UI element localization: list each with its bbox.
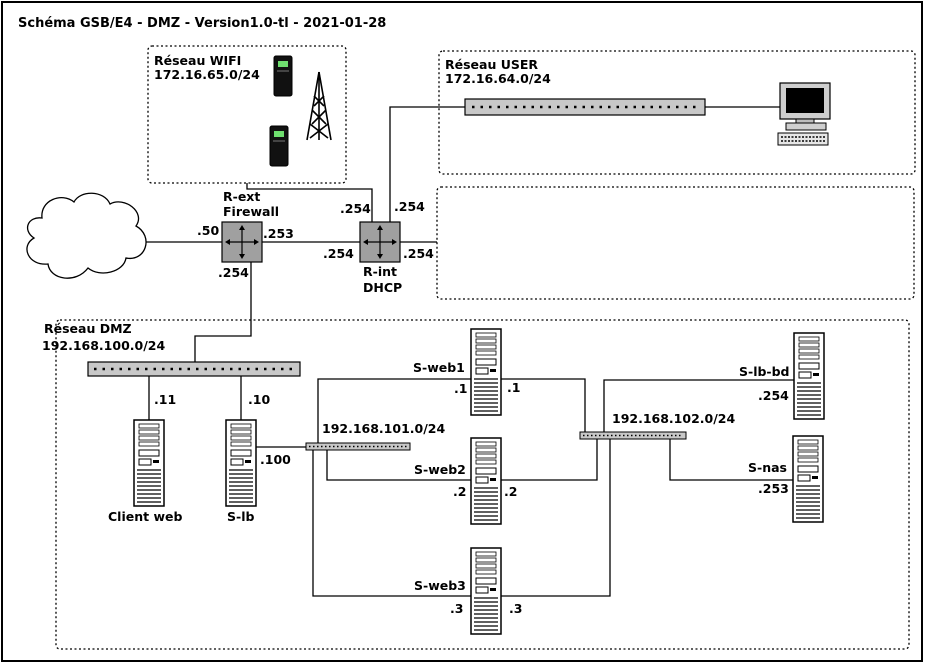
wifi-zone: [147, 45, 347, 184]
rint-name: R-int: [363, 264, 397, 279]
server-icon: [470, 328, 502, 416]
address-label: .1: [454, 381, 467, 396]
dmz-zone-name: Réseau DMZ: [44, 321, 132, 336]
user-zone-name: Réseau USER: [445, 57, 538, 72]
dmz-zone-subnet: 192.168.100.0/24: [42, 338, 165, 353]
address-label: .2: [453, 484, 466, 499]
user-zone-subnet: 172.16.64.0/24: [445, 71, 551, 86]
rext-role: Firewall: [223, 204, 279, 219]
address-label: .254: [323, 246, 354, 261]
server-name-web1: S-web1: [413, 360, 465, 375]
server-icon: [225, 419, 257, 507]
wifi-zone-subnet: 172.16.65.0/24: [154, 67, 260, 82]
server-name-slb: S-lb: [227, 509, 254, 524]
server-icon: [133, 419, 165, 507]
server-icon: [792, 435, 824, 523]
backend-subnet-label: 192.168.102.0/24: [612, 411, 735, 426]
diagram-title: Schéma GSB/E4 - DMZ - Version1.0-tl - 20…: [18, 16, 386, 31]
rext-name: R-ext: [223, 189, 260, 204]
address-label: .253: [263, 226, 294, 241]
web-subnet-switch: [305, 442, 411, 451]
address-label: .254: [758, 388, 789, 403]
server-icon: [793, 332, 825, 420]
desktop-computer-icon: [777, 82, 831, 146]
address-label: .3: [509, 601, 522, 616]
address-label: .254: [403, 246, 434, 261]
dmz-switch: [87, 361, 301, 377]
router-icon: [221, 221, 263, 263]
server-name-web2: S-web2: [414, 462, 466, 477]
user-switch: [464, 98, 706, 116]
server-icon: [470, 437, 502, 525]
address-label: .2: [504, 484, 517, 499]
server-name-lbbd: S-lb-bd: [739, 364, 790, 379]
wifi-antenna-icon: [306, 71, 332, 141]
router-icon: [359, 221, 401, 263]
web-subnet-label: 192.168.101.0/24: [322, 421, 445, 436]
user-zone: [438, 50, 916, 175]
address-label: .254: [340, 201, 371, 216]
wifi-zone-name: Réseau WIFI: [154, 53, 241, 68]
address-label: .50: [197, 223, 219, 238]
address-label: .10: [248, 392, 270, 407]
links: [140, 106, 794, 597]
address-label: .253: [758, 481, 789, 496]
internet-cloud-icon: [26, 192, 147, 279]
address-label: .3: [450, 601, 463, 616]
address-label: .100: [260, 452, 291, 467]
address-label: .11: [154, 392, 176, 407]
server-name-client: Client web: [108, 509, 182, 524]
mobile-phone-icon: [269, 125, 289, 167]
backend-subnet-switch: [579, 431, 687, 440]
address-label: .254: [394, 199, 425, 214]
server-name-web3: S-web3: [414, 578, 466, 593]
server-icon: [470, 547, 502, 635]
address-label: .254: [218, 265, 249, 280]
rint-role: DHCP: [363, 280, 402, 295]
address-label: .1: [507, 380, 520, 395]
server-name-nas: S-nas: [748, 460, 787, 475]
mobile-phone-icon: [273, 55, 293, 97]
empty-zone: [436, 186, 915, 300]
